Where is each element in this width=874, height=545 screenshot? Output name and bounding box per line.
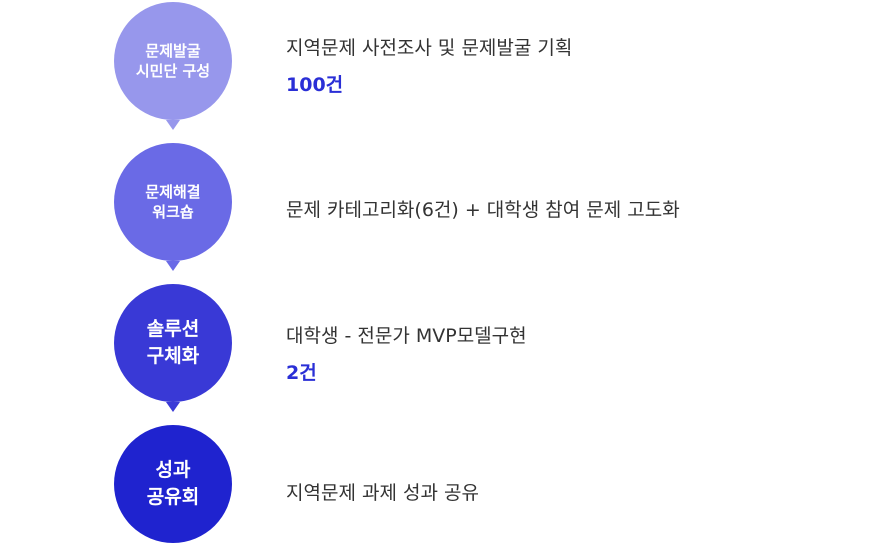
step-circle-label: 문제해결 워크숍 bbox=[145, 182, 201, 221]
step-circle-3: 솔루션 구체화 bbox=[114, 284, 232, 412]
step-description: 지역문제 과제 성과 공유 bbox=[286, 482, 479, 504]
step-description-block: 지역문제 사전조사 및 문제발굴 기획 100건 bbox=[286, 33, 572, 97]
step-circle-2: 문제해결 워크숍 bbox=[114, 143, 232, 271]
pointer-arrow-icon bbox=[166, 402, 180, 412]
step-circle-label: 문제발굴 시민단 구성 bbox=[135, 41, 211, 80]
pointer-arrow-icon bbox=[166, 120, 180, 130]
step-circle-4: 성과 공유회 bbox=[114, 425, 232, 543]
step-count: 100건 bbox=[286, 74, 344, 96]
step-circle-1: 문제발굴 시민단 구성 bbox=[114, 2, 232, 130]
step-description-block: 문제 카테고리화(6건) + 대학생 참여 문제 고도화 bbox=[286, 195, 680, 222]
step-description: 대학생 - 전문가 MVP모델구현 bbox=[286, 325, 527, 347]
step-description-block: 대학생 - 전문가 MVP모델구현 2건 bbox=[286, 321, 527, 385]
step-description: 문제 카테고리화(6건) + 대학생 참여 문제 고도화 bbox=[286, 199, 680, 221]
step-circle-label: 성과 공유회 bbox=[146, 459, 200, 508]
step-circle-label: 솔루션 구체화 bbox=[146, 318, 200, 367]
step-description-block: 지역문제 과제 성과 공유 bbox=[286, 478, 479, 505]
step-count: 2건 bbox=[286, 362, 317, 384]
step-description: 지역문제 사전조사 및 문제발굴 기획 bbox=[286, 37, 573, 59]
pointer-arrow-icon bbox=[166, 261, 180, 271]
